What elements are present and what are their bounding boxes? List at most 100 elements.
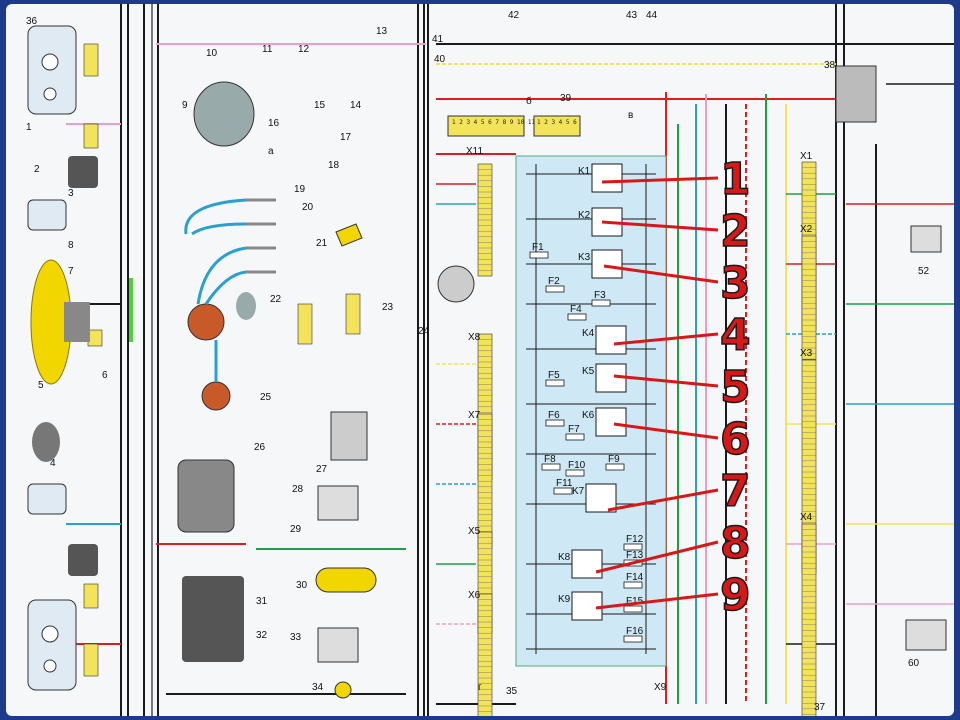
relay-33 [317,627,359,663]
component-number: 10 [206,48,218,59]
callout-number: 7 [720,466,751,517]
component-number: 4 [50,458,56,469]
component-number: 21 [316,238,328,249]
horn-4 [32,422,60,462]
connector-strip [801,523,817,716]
fuse-label: F6 [548,410,560,421]
headlamp-1-top [27,25,77,115]
component-number: 41 [432,34,444,45]
sound-signal-2 [68,156,98,188]
component-number: 11 [262,44,273,55]
component-number: 30 [296,580,308,591]
relay-label: K7 [572,486,585,497]
fuse-f7 [565,433,585,441]
fuse-f10 [565,469,585,477]
fuse-label: F1 [532,242,544,253]
relay-k1 [591,163,623,193]
component-number: 17 [340,132,352,143]
component-number: 2 [34,164,40,175]
relay-52 [910,225,942,253]
connector-b-pinout: 1 2 3 4 5 6 [533,115,581,137]
relay-k4 [595,325,627,355]
generator-16 [193,81,255,147]
relay-28 [317,485,359,521]
connector-label: X3 [800,348,813,359]
relay-k8 [571,549,603,579]
relay-label: K8 [558,552,571,563]
starter-26 [177,459,235,533]
component-number: 24 [418,326,430,337]
callout-number: 9 [720,570,751,621]
component-number: 13 [376,26,388,37]
component-number: 44 [646,10,658,21]
callout-line [595,540,719,574]
lamp-34 [334,681,352,699]
fuse-f14 [623,581,643,589]
distributor-22 [187,292,256,341]
callout-number: 6 [720,414,751,465]
connector-label: X2 [800,224,813,235]
component-number: 12 [298,44,310,55]
component-number: 37 [814,702,826,713]
section-letter: б [526,95,532,107]
svg-text:1 2 3 4 5 6: 1 2 3 4 5 6 [537,119,577,126]
fuse-f4 [567,313,587,321]
callout-line [601,220,719,232]
hv-wires [184,198,247,382]
connector-strip [297,303,313,345]
spark-plugs-19 [246,198,276,274]
ignition-coil-25 [201,381,231,411]
wiper-motor-24 [437,265,475,303]
relay-label: K2 [578,210,591,221]
callout-number: 2 [720,206,751,257]
relay-label: K1 [578,166,591,177]
component-number: 9 [182,100,188,111]
connector-strip [83,43,99,77]
side-lamp-3-bottom [27,483,67,515]
relay-label: K9 [558,594,571,605]
fuse-label: F3 [594,290,606,301]
battery-32 [182,576,244,662]
callout-line [613,422,719,440]
headlamp-1-bottom [27,599,77,691]
callout-line [607,488,719,512]
component-number: 23 [382,302,394,313]
connector-label: X7 [468,410,481,421]
component-number: 5 [38,380,44,391]
connector-strip [87,329,103,347]
pump-21 [335,223,363,247]
connector-label: X5 [468,526,481,537]
fuse-f9 [605,463,625,471]
mounting-block-35 [515,155,667,667]
connector-label: X1 [800,151,813,162]
component-number: 34 [312,682,324,693]
connector-label: X8 [468,332,481,343]
relay-label: K5 [582,366,595,377]
relay-k9 [571,591,603,621]
fuse-label: F4 [570,304,582,315]
fuse-f5 [545,379,565,387]
connector-strip [83,643,99,677]
component-number: 32 [256,630,268,641]
connector-label: X9 [654,682,667,693]
connector-label: X4 [800,512,813,523]
fuse-f11 [553,487,573,495]
relay-38 [835,65,877,123]
fuse-label: F13 [626,550,644,561]
connector-strips [83,43,817,716]
callout-number: 5 [720,362,751,413]
component-number: 8 [68,240,74,251]
component-number: 38 [824,60,836,71]
component-number: 35 [506,686,518,697]
connector-label: X6 [468,590,481,601]
mounting-block-internal [526,164,656,654]
fan-5 [30,259,133,385]
relay-k3 [591,249,623,279]
component-number: 15 [314,100,326,111]
fuse-label: F15 [626,596,644,607]
relay-label: K6 [582,410,595,421]
sensor-30 [315,567,377,593]
